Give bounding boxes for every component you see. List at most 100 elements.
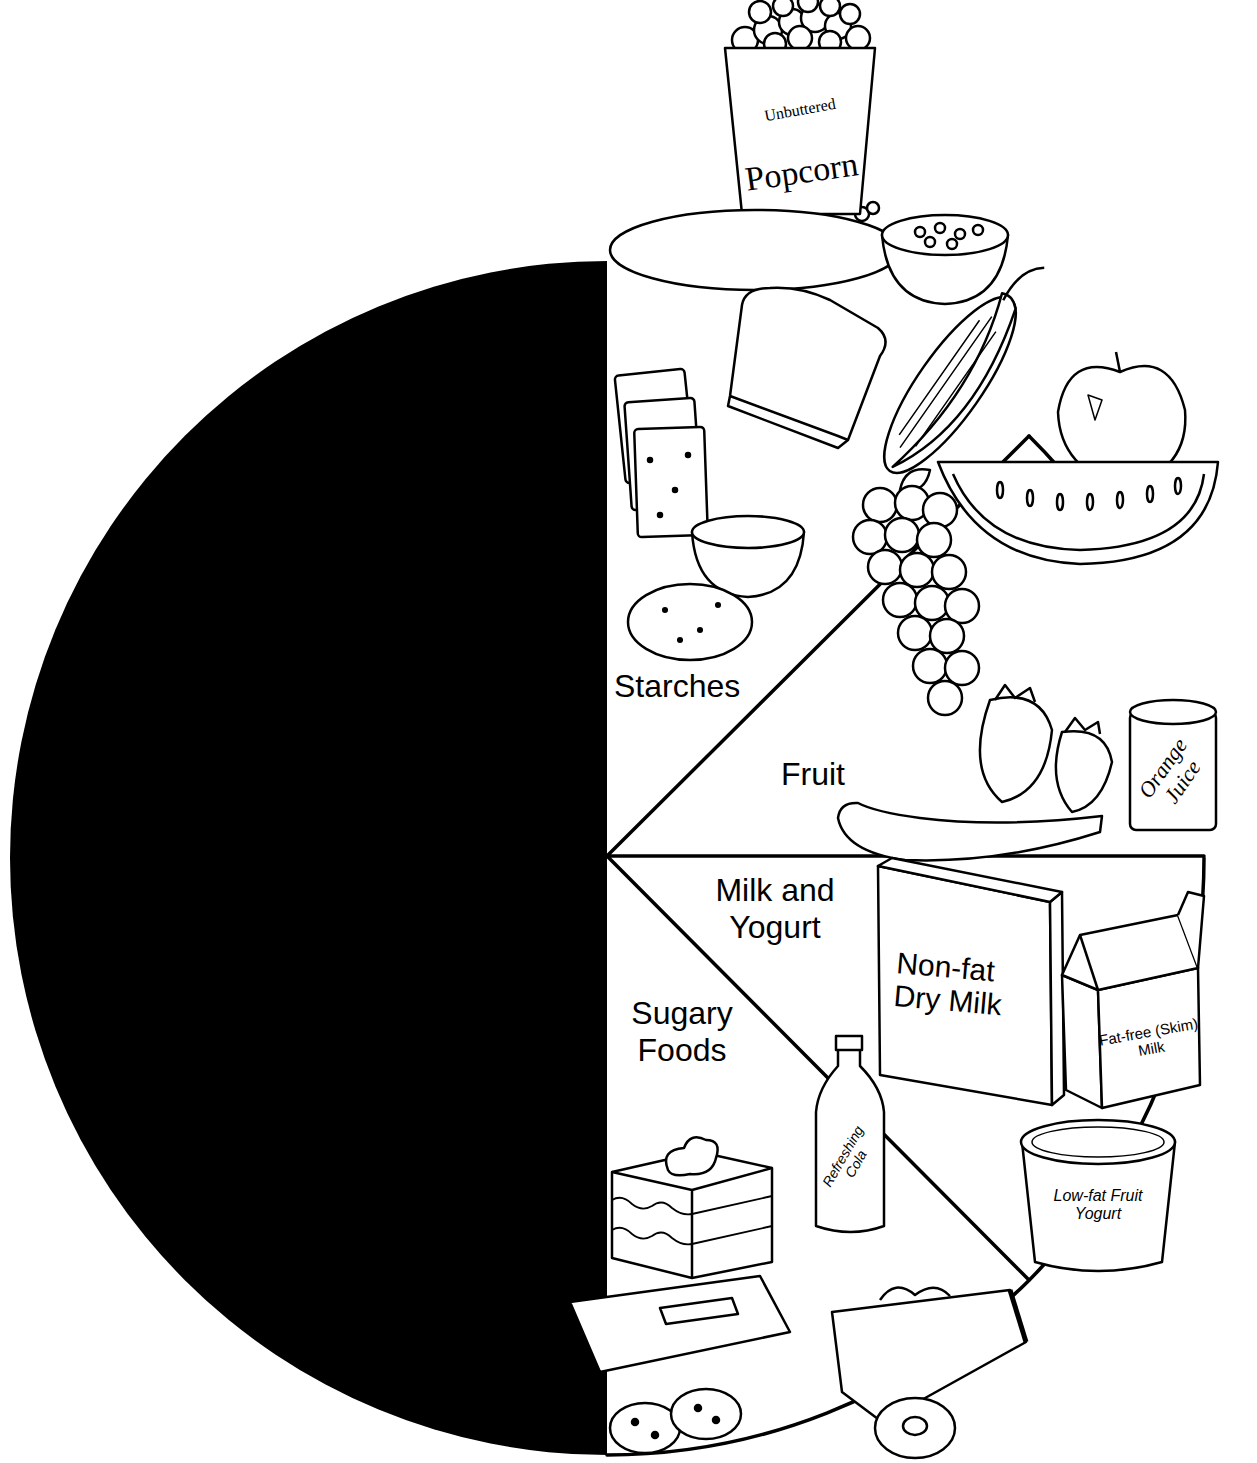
potato xyxy=(698,628,702,632)
strawberries xyxy=(1065,718,1100,734)
milk-carton xyxy=(1062,892,1204,1108)
juice-can xyxy=(1130,700,1216,830)
section-label: Fruit xyxy=(781,756,845,793)
watermelon-slice xyxy=(938,462,1218,564)
popcorn-kernels xyxy=(840,4,860,24)
layer-cake xyxy=(692,1196,772,1244)
popcorn-kernels xyxy=(846,26,870,50)
fruit-foods xyxy=(838,352,1218,860)
grapes xyxy=(923,493,957,527)
strawberries xyxy=(980,697,1052,802)
grapes xyxy=(932,555,966,589)
package-label: Low-fat Fruit Yogurt xyxy=(1043,1187,1153,1222)
grapes xyxy=(945,589,979,623)
watermelon-slice xyxy=(1057,494,1063,510)
watermelon-slice xyxy=(1117,492,1123,508)
grapes xyxy=(930,619,964,653)
watermelon-slice xyxy=(953,474,1204,550)
cereal-bowl xyxy=(882,215,1008,304)
package-label: Non-fat Dry Milk xyxy=(892,946,1037,1024)
strawberries xyxy=(995,685,1035,702)
pita-bread xyxy=(610,210,900,290)
section-name: Milk and Yogurt xyxy=(700,872,850,946)
apple xyxy=(1116,352,1120,372)
grapes xyxy=(853,469,979,715)
popcorn-kernels xyxy=(749,1,771,23)
layer-cake xyxy=(612,1137,772,1278)
toast-slice xyxy=(730,396,848,440)
crackers xyxy=(673,488,677,492)
milk-carton xyxy=(1062,975,1102,1108)
plate-rim xyxy=(607,436,1204,1455)
potato xyxy=(628,584,752,660)
corn-cob xyxy=(884,292,1031,482)
package-label: Fat-free (Skim) Milk xyxy=(1098,1015,1202,1065)
pie-slice xyxy=(1010,1290,1026,1342)
package-label: Unbuttered xyxy=(763,95,837,125)
section-name: Fruit xyxy=(781,756,845,793)
milk-carton xyxy=(1062,915,1198,990)
layer-cake xyxy=(612,1228,692,1245)
sugary-foods xyxy=(570,1036,1026,1458)
cookies xyxy=(610,1403,680,1453)
grapes xyxy=(868,550,902,584)
potato xyxy=(678,638,682,642)
toast-slice xyxy=(728,288,886,448)
donut xyxy=(875,1398,955,1458)
cereal-bowl xyxy=(925,237,935,247)
corn-cob xyxy=(864,244,1063,490)
cola-bottle xyxy=(816,1048,884,1232)
cereal-bowl xyxy=(882,215,1008,255)
oatmeal-bowl xyxy=(692,516,804,548)
grapes xyxy=(917,523,951,557)
popcorn-bucket xyxy=(725,48,875,214)
popcorn-kernels xyxy=(867,202,879,214)
milk-foods xyxy=(878,858,1204,1271)
grapes xyxy=(913,649,947,683)
section-name: Sugary Foods xyxy=(622,995,742,1069)
section-label: Milk and Yogurt xyxy=(700,872,850,946)
yogurt-cup xyxy=(1032,1127,1164,1157)
package-label: Orange Juice xyxy=(1130,728,1216,821)
corn-cob xyxy=(893,312,1001,455)
strawberries xyxy=(1056,731,1112,812)
milk-carton xyxy=(1080,935,1098,990)
toast-slice xyxy=(728,288,886,448)
donut xyxy=(875,1398,955,1458)
grapes xyxy=(915,586,949,620)
cereal-bowl xyxy=(955,229,965,239)
yogurt-cup xyxy=(1021,1120,1175,1271)
watermelon-slice xyxy=(997,482,1003,498)
watermelon-slice xyxy=(1147,486,1153,502)
cookies xyxy=(652,1432,658,1438)
cereal-bowl xyxy=(947,239,957,249)
cookies xyxy=(695,1405,701,1411)
milk-carton xyxy=(1178,892,1204,968)
watermelon-slice xyxy=(1087,494,1093,510)
pie-slice xyxy=(880,1288,950,1300)
section-label: Sugary Foods xyxy=(622,995,742,1069)
candy-bar xyxy=(570,1276,790,1372)
crackers xyxy=(658,513,662,517)
watermelon-slice xyxy=(1175,478,1181,494)
popcorn-kernels xyxy=(798,0,818,12)
crackers xyxy=(615,369,708,538)
watermelon-slice xyxy=(938,462,1218,564)
potato xyxy=(663,608,667,612)
cookies xyxy=(671,1389,741,1439)
cola-bottle xyxy=(816,1036,884,1232)
starch-foods xyxy=(610,0,1062,660)
cereal-bowl xyxy=(973,225,983,235)
grapes xyxy=(945,651,979,685)
strawberries xyxy=(980,685,1112,812)
package-label: Popcorn xyxy=(743,146,860,199)
dry-milk-box xyxy=(878,866,1052,1105)
potato xyxy=(716,603,720,607)
grapes xyxy=(898,616,932,650)
candy-bar xyxy=(660,1298,738,1324)
grapes xyxy=(928,681,962,715)
corn-cob xyxy=(864,281,1037,490)
cookies xyxy=(610,1389,741,1453)
juice-can xyxy=(1130,712,1216,830)
